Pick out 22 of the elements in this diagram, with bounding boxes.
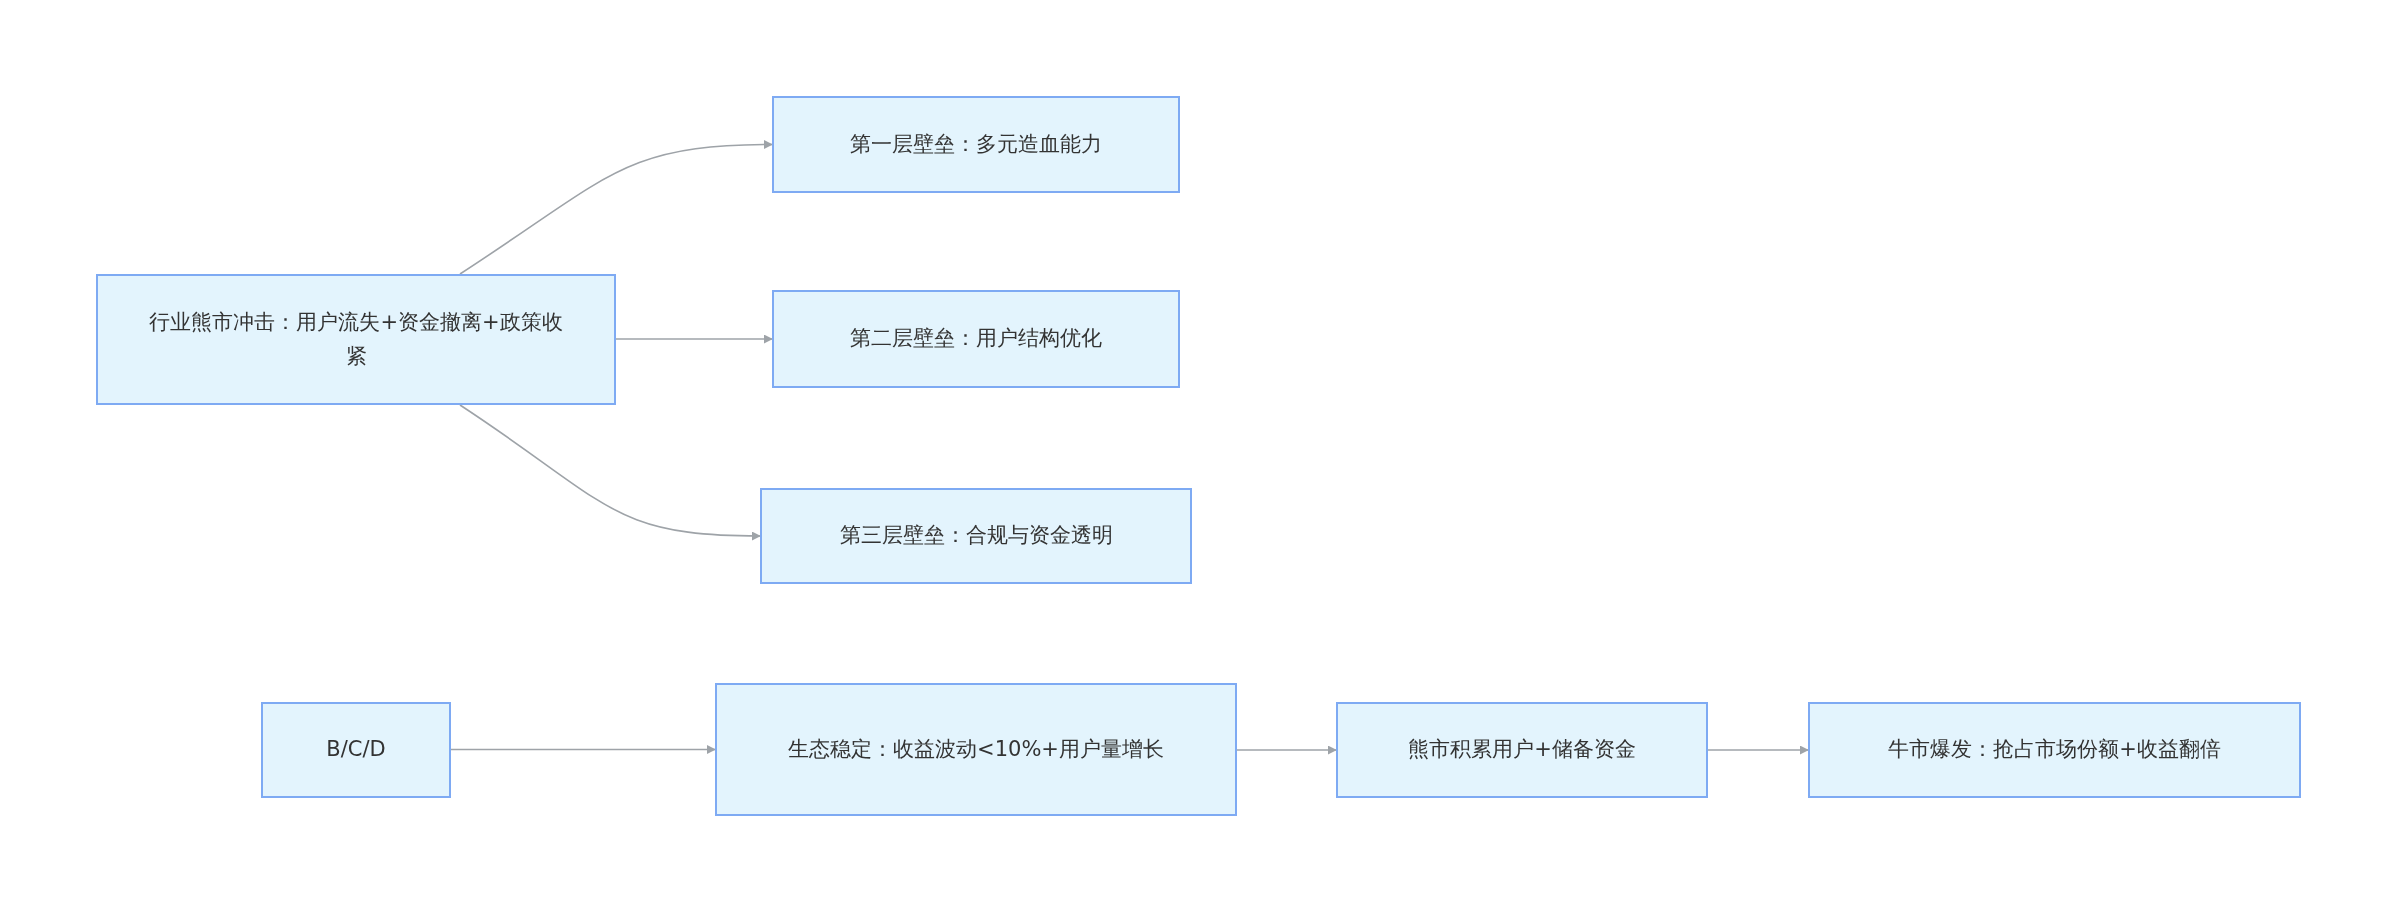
process-box — [760, 488, 1192, 584]
process-box — [1336, 702, 1708, 798]
node-label: 第一层壁垒：多元造血能力 — [850, 130, 1102, 158]
arrow — [459, 404, 761, 541]
process-box — [96, 274, 616, 405]
node-label: 牛市爆发：抢占市场份额+收益翻倍 — [1888, 736, 2221, 764]
arrow — [1707, 745, 1809, 755]
process-box — [772, 290, 1180, 388]
arrow — [615, 334, 773, 344]
arrow — [450, 745, 716, 754]
arrow — [1236, 745, 1337, 755]
node-label: B/C/D — [326, 736, 386, 764]
process-box — [261, 702, 451, 798]
process-box — [772, 96, 1180, 193]
node-label: 生态稳定：收益波动<10%+用户量增长 — [788, 735, 1164, 763]
process-box — [1808, 702, 2301, 798]
node-label: 熊市积累用户+储备资金 — [1408, 736, 1636, 764]
process-box — [715, 683, 1237, 816]
node-label: 第三层壁垒：合规与资金透明 — [839, 522, 1113, 550]
node-label: 行业熊市冲击：用户流失+资金撤离+政策收紧 — [148, 308, 564, 370]
arrow — [459, 140, 773, 275]
node-label: 第二层壁垒：用户结构优化 — [850, 325, 1102, 353]
